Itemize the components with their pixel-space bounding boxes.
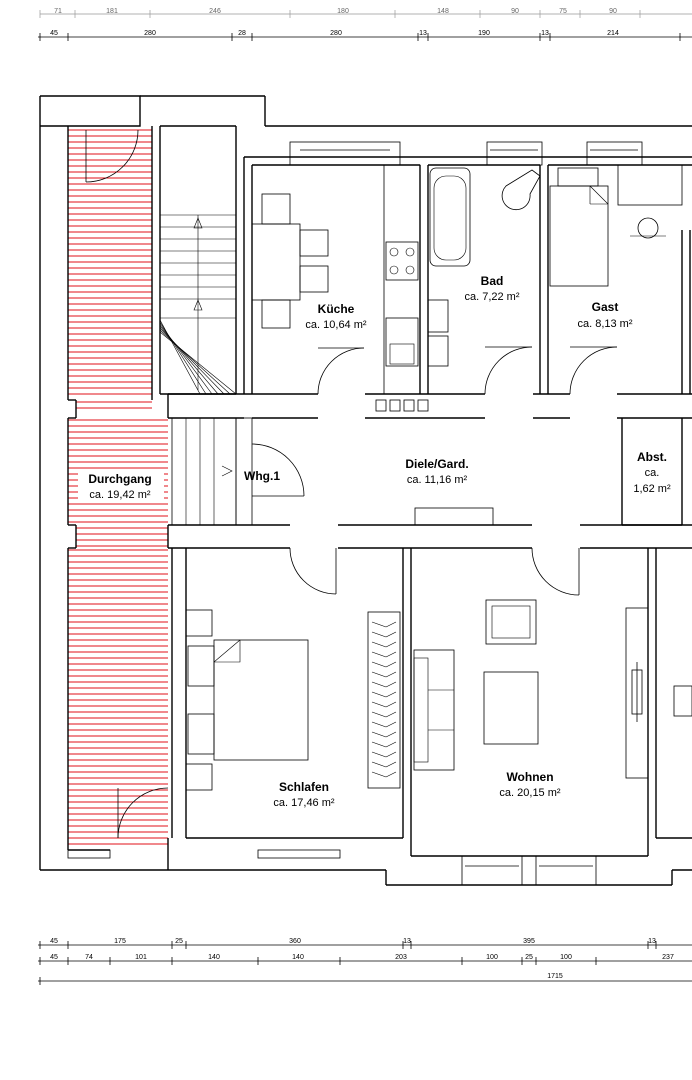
dim-top-214: 214: [607, 30, 619, 37]
room-durchgang-area: ca. 19,42 m²: [89, 489, 150, 501]
dim-top-13b: 13: [541, 30, 549, 37]
dim-top-280a: 280: [144, 30, 156, 37]
dim-bot1-45: 45: [50, 938, 58, 945]
chair-icon: [261, 193, 291, 225]
dim-bot2-74: 74: [85, 954, 93, 961]
room-abst-area-2: 1,62 m²: [633, 483, 671, 495]
coffee-table-icon: [483, 671, 539, 745]
room-kueche-area: ca. 10,64 m²: [305, 319, 366, 331]
room-abst-name: Abst.: [637, 450, 667, 464]
doors: [85, 129, 618, 839]
nightstand-icon: [185, 609, 213, 637]
washbasin-icon: [427, 299, 449, 333]
dim-top-280b: 280: [330, 30, 342, 37]
dim-bot1-395: 395: [523, 938, 535, 945]
double-bed-icon: [213, 639, 309, 761]
dim-bot1-175: 175: [114, 938, 126, 945]
desk-icon: [617, 164, 683, 206]
dim-bot1-13a: 13: [403, 938, 411, 945]
bed-icon: [549, 185, 609, 287]
dim-bot1-360: 360: [289, 938, 301, 945]
top-dim-3: 246: [209, 8, 221, 15]
dim-bot1-13b: 13: [648, 938, 656, 945]
room-bad-area: ca. 7,22 m²: [464, 291, 519, 303]
durchgang-hatch: [68, 129, 168, 845]
room-gast-name: Gast: [592, 300, 619, 314]
top-dim-2: 181: [106, 8, 118, 15]
room-diele-name: Diele/Gard.: [405, 457, 468, 471]
walls: [39, 95, 692, 886]
dim-bot2-140b: 140: [292, 954, 304, 961]
chair-icon: [299, 265, 329, 293]
top-dim-8: 90: [609, 8, 617, 15]
room-schlafen-area: ca. 17,46 m²: [273, 797, 334, 809]
room-wohnen-area: ca. 20,15 m²: [499, 787, 560, 799]
kitchen-counter-icon: [383, 164, 421, 395]
bathtub-icon: [429, 167, 471, 267]
dim-total: 1715: [547, 973, 563, 980]
armchair-icon: [485, 599, 537, 645]
room-kueche-name: Küche: [318, 302, 355, 316]
dim-top-45: 45: [50, 30, 58, 37]
top-dimension-lines: 71 181 246 180 148 90 75 90 45 280 28 28…: [38, 8, 692, 41]
chair-icon: [299, 229, 329, 257]
bottom-dimension-lines: 45 175 25 360 13 395 13 45 74 101 140 14…: [38, 938, 692, 985]
room-durchgang-name: Durchgang: [88, 472, 151, 486]
dim-top-190: 190: [478, 30, 490, 37]
radiator-icon: [375, 399, 429, 412]
dim-top-13a: 13: [419, 30, 427, 37]
room-gast-area: ca. 8,13 m²: [577, 318, 632, 330]
wardrobe-icon: [367, 611, 401, 789]
washbasin-icon: [427, 335, 449, 367]
chair-icon: [261, 299, 291, 329]
kitchen-table-icon: [251, 223, 301, 301]
top-dim-7: 75: [559, 8, 567, 15]
room-wohnen-name: Wohnen: [506, 770, 553, 784]
desk-chair-icon: [637, 217, 659, 239]
room-schlafen-name: Schlafen: [279, 780, 329, 794]
sink-icon: [385, 317, 419, 367]
room-abst-area-1: ca.: [645, 467, 660, 479]
dim-bot2-203: 203: [395, 954, 407, 961]
stove-icon: [385, 241, 419, 281]
unit-label: Whg.1: [244, 469, 280, 483]
tv-sideboard-icon: [625, 607, 649, 779]
dim-bot1-25: 25: [175, 938, 183, 945]
dim-bot2-100b: 100: [560, 954, 572, 961]
room-diele-area: ca. 11,16 m²: [407, 474, 468, 486]
dim-bot2-237: 237: [662, 954, 674, 961]
staircase: [159, 214, 253, 526]
furniture: [185, 164, 692, 791]
toilet-icon: [501, 169, 541, 211]
sofa-icon: [413, 649, 455, 771]
room-labels: Küche ca. 10,64 m² Bad ca. 7,22 m² Gast …: [78, 274, 671, 809]
nightstand-icon: [185, 763, 213, 791]
dim-bot2-100a: 100: [486, 954, 498, 961]
dim-bot2-45: 45: [50, 954, 58, 961]
top-dim-1: 71: [54, 8, 62, 15]
top-dim-4: 180: [337, 8, 349, 15]
top-dim-5: 148: [437, 8, 449, 15]
dim-bot2-25: 25: [525, 954, 533, 961]
dim-bot2-101: 101: [135, 954, 147, 961]
dim-top-28: 28: [238, 30, 246, 37]
top-dim-6: 90: [511, 8, 519, 15]
dim-bot2-140a: 140: [208, 954, 220, 961]
room-bad-name: Bad: [481, 274, 504, 288]
